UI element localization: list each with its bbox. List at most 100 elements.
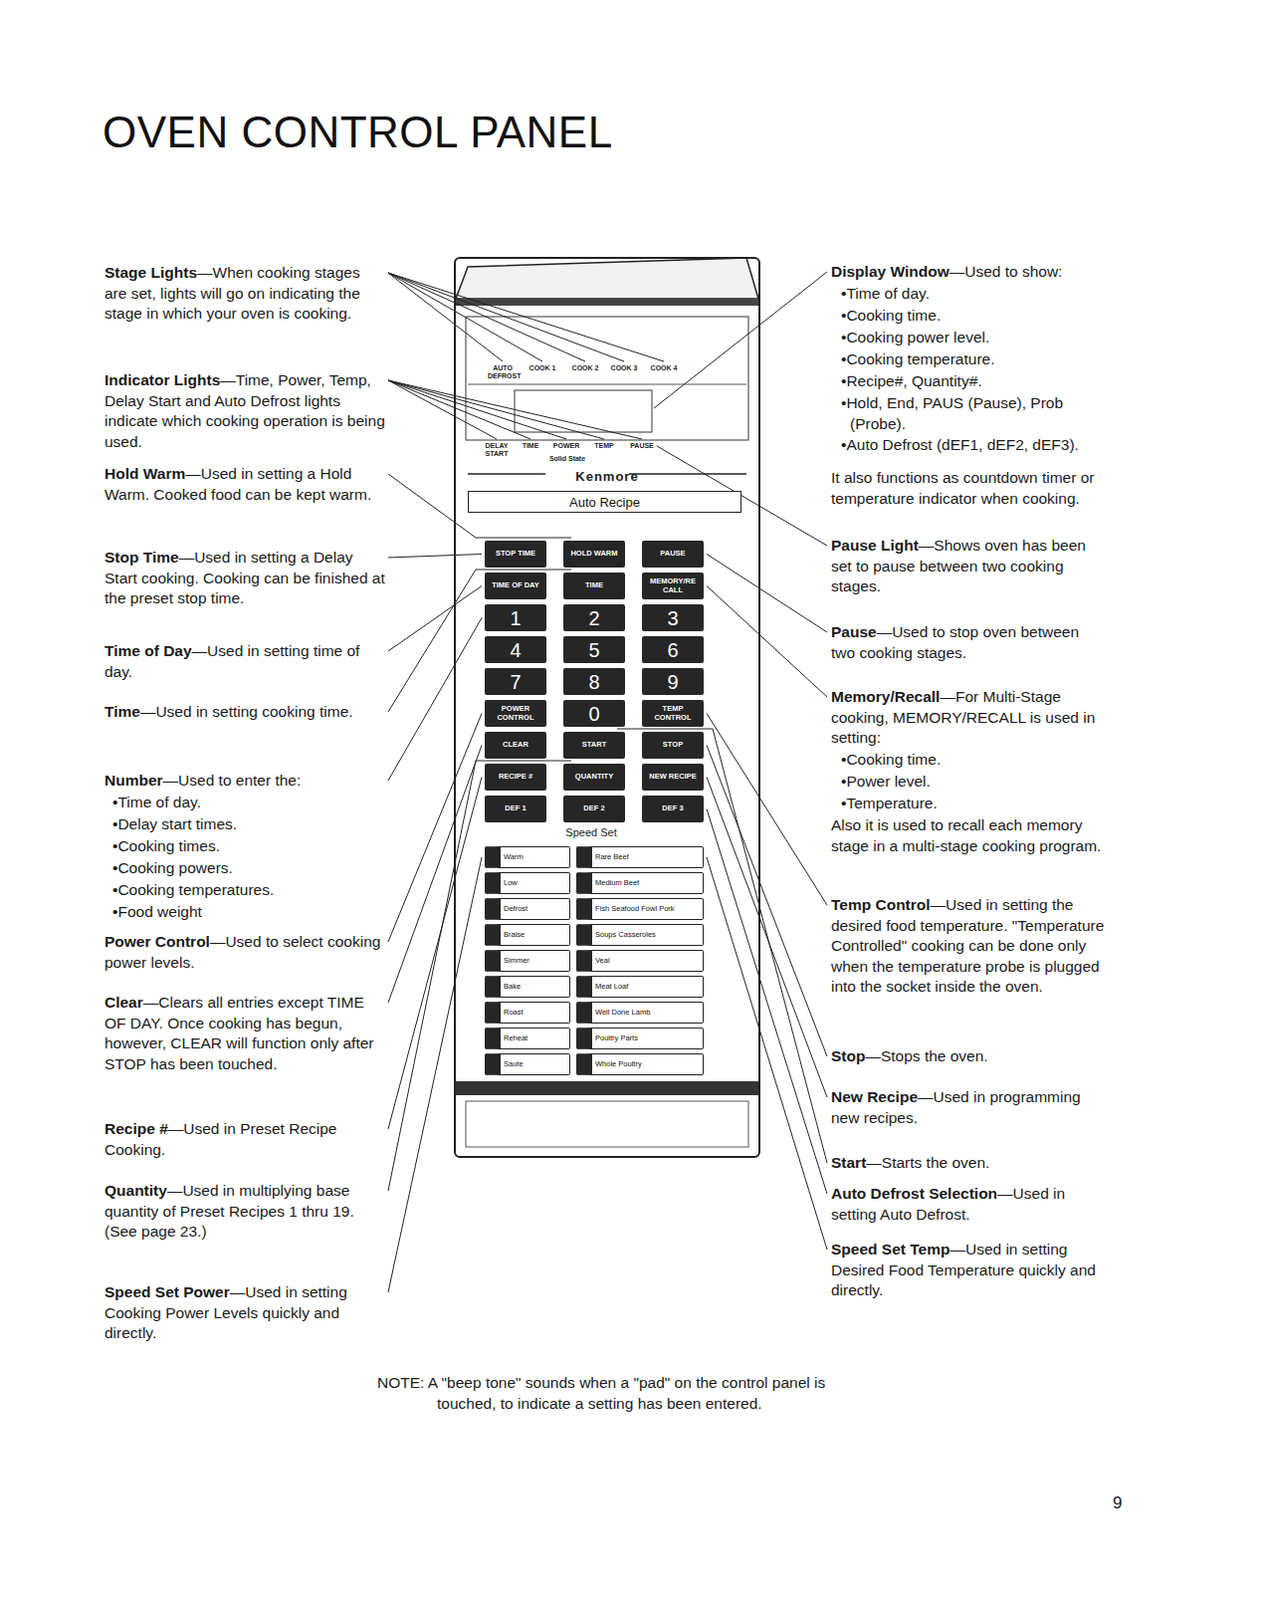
pad-label: PAUSE bbox=[659, 549, 685, 559]
callout-text: Pause Light—Shows oven has been set to p… bbox=[831, 535, 1107, 598]
speed-set-pad: Rare Beef bbox=[576, 845, 704, 868]
number-pad: 3 bbox=[641, 604, 704, 632]
pad-label: 7 bbox=[509, 671, 521, 692]
callout-bullet: •Cooking times. bbox=[112, 836, 386, 857]
callout-text: Pause—Used to stop oven between two cook… bbox=[831, 622, 1107, 663]
pad-label: Braise bbox=[503, 930, 525, 939]
panel-marking: PAUSE bbox=[630, 441, 654, 450]
pad-label: Reheat bbox=[503, 1034, 528, 1043]
pad-label: 3 bbox=[666, 608, 678, 629]
pad-label: MEMORY/RECALL bbox=[647, 577, 698, 595]
callout-bullet: •Cooking time. bbox=[841, 749, 1107, 771]
leader-line bbox=[388, 380, 531, 439]
control-pad: MEMORY/RECALL bbox=[641, 572, 704, 600]
leader-line bbox=[388, 272, 503, 362]
stage-divider bbox=[467, 384, 747, 386]
speed-set-pad: Whole Poultry bbox=[576, 1053, 704, 1075]
speed-set-pad: Well Done Lamb bbox=[576, 1001, 704, 1024]
leader-line bbox=[706, 809, 828, 1195]
callout-text: Speed Set Power—Used in setting Cooking … bbox=[104, 1281, 386, 1344]
speed-set-pad: Meat Loaf bbox=[576, 975, 704, 998]
callout-text: Start—Starts the oven. bbox=[831, 1152, 1107, 1174]
leader-line bbox=[653, 271, 828, 409]
pad-label: 0 bbox=[588, 703, 600, 724]
callout-text: Memory/Recall—For Multi-Stage cooking, M… bbox=[831, 686, 1107, 749]
control-pad: DEF 3 bbox=[641, 795, 704, 823]
control-pad: STOP bbox=[641, 731, 704, 759]
panel-marking: POWER bbox=[553, 441, 580, 450]
callout-bullet: •Time of day. bbox=[841, 283, 1107, 305]
number-pad: 2 bbox=[563, 604, 626, 632]
pad-label: DEF 2 bbox=[583, 804, 605, 814]
leader-line bbox=[706, 856, 828, 1250]
callout-text: Temp Control—Used in setting the desired… bbox=[831, 894, 1107, 998]
control-pad: TIME OF DAY bbox=[484, 572, 547, 600]
callout-text: Clear—Clears all entries except TIME OF … bbox=[104, 992, 386, 1074]
pad-label: 1 bbox=[509, 608, 521, 629]
panel-base bbox=[465, 1100, 749, 1147]
pad-label: 9 bbox=[666, 671, 678, 692]
control-panel: KenmoreAuto RecipeSTOP TIMEHOLD WARMPAUS… bbox=[453, 256, 761, 1158]
control-pad: STOP TIME bbox=[484, 540, 547, 568]
pad-label: Saute bbox=[503, 1059, 524, 1068]
pad-label: Well Done Lamb bbox=[595, 1008, 650, 1017]
pad-label: DEF 1 bbox=[504, 804, 526, 814]
pad-label: Bake bbox=[503, 982, 521, 991]
leader-line bbox=[388, 272, 625, 362]
leader-line bbox=[388, 745, 482, 1004]
control-pad: TIME bbox=[563, 572, 626, 600]
callout-bullet: •Cooking temperatures. bbox=[112, 879, 386, 901]
leader-line bbox=[388, 380, 642, 439]
pad-label: START bbox=[582, 740, 607, 750]
speed-set-pad: Soups Casseroles bbox=[576, 923, 704, 946]
leader-line bbox=[388, 272, 543, 362]
callout-bullet: •Auto Defrost (dEF1, dEF2, dEF3). bbox=[841, 434, 1107, 456]
panel-marking: COOK 2 bbox=[572, 364, 600, 373]
control-pad: POWER CONTROL bbox=[484, 699, 547, 727]
pad-label: STOP bbox=[662, 740, 683, 750]
pad-label: Soups Casseroles bbox=[595, 930, 656, 939]
callout-bullet: •Cooking temperature. bbox=[841, 349, 1107, 371]
leader-line bbox=[388, 618, 482, 782]
number-pad: 0 bbox=[563, 699, 626, 727]
leader-line bbox=[706, 713, 828, 906]
callout-text: Stage Lights—When cooking stages are set… bbox=[104, 262, 386, 325]
control-pad: PAUSE bbox=[641, 540, 704, 568]
leader-line bbox=[388, 380, 567, 439]
speed-set-pad: Braise bbox=[484, 923, 571, 946]
pad-label: Veal bbox=[595, 956, 611, 965]
pad-label: 6 bbox=[666, 639, 678, 660]
leader-line bbox=[388, 272, 586, 362]
speed-set-pad: Reheat bbox=[484, 1027, 571, 1050]
panel-hood bbox=[455, 257, 759, 299]
speed-set-pad: Low bbox=[484, 871, 571, 894]
pad-label: Roast bbox=[503, 1008, 524, 1017]
panel-marking: COOK 1 bbox=[529, 364, 557, 373]
page-note: NOTE: A "beep tone" sounds when a "pad" … bbox=[377, 1372, 838, 1414]
control-pad: START bbox=[563, 731, 626, 759]
callout-bullet: •Recipe#, Quantity#. bbox=[841, 371, 1107, 393]
number-pad: 7 bbox=[484, 667, 547, 695]
callout-bullet: •Cooking time. bbox=[841, 305, 1107, 327]
brand-name: Kenmore bbox=[455, 468, 759, 484]
speed-set-pad: Warm bbox=[484, 845, 571, 868]
speed-set-pad: Medium Beef bbox=[576, 871, 704, 894]
leader-line bbox=[388, 272, 664, 362]
pad-label: HOLD WARM bbox=[570, 549, 618, 559]
panel-marking: DELAY START bbox=[481, 441, 512, 457]
pad-label: TIME bbox=[585, 581, 604, 591]
leader-line bbox=[388, 380, 497, 439]
speed-set-pad: Roast bbox=[484, 1001, 571, 1024]
leader-line bbox=[706, 554, 828, 634]
pad-label: TIME OF DAY bbox=[491, 581, 540, 591]
callout-text: Display Window—Used to show: bbox=[831, 261, 1107, 283]
panel-marking: TEMP bbox=[594, 441, 614, 450]
pad-label: Simmer bbox=[503, 956, 530, 965]
pad-label: QUANTITY bbox=[575, 772, 614, 782]
control-pad: RECIPE # bbox=[484, 763, 547, 791]
control-pad: QUANTITY bbox=[563, 763, 626, 791]
leader-line bbox=[388, 713, 482, 943]
pad-label: Rare Beef bbox=[595, 852, 630, 861]
callout-bullet: •Cooking powers. bbox=[112, 857, 386, 879]
control-pad: NEW RECIPE bbox=[641, 763, 704, 791]
